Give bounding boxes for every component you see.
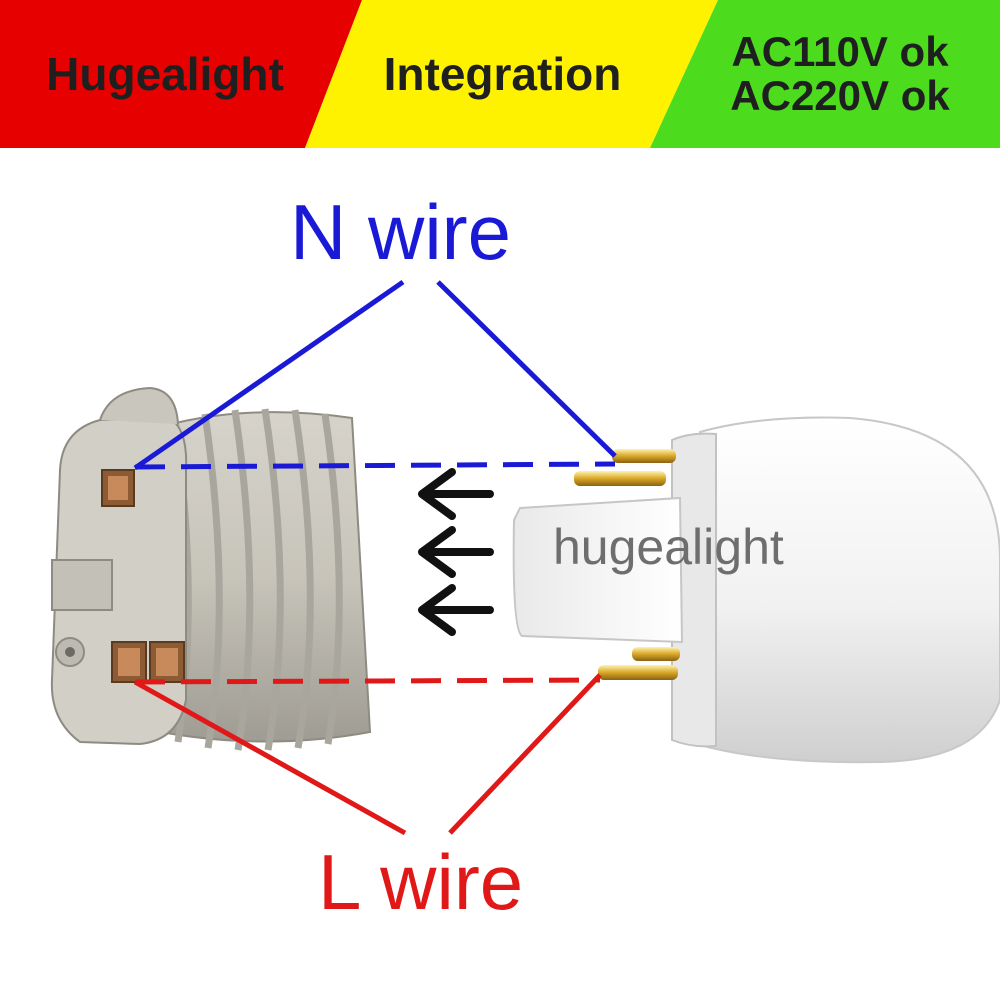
n-wire-lines [133, 279, 617, 471]
arrow-left-icon [418, 468, 494, 636]
banner-red-section [0, 0, 362, 148]
g24-socket-icon [50, 386, 372, 751]
wiring-diagram [50, 279, 1000, 836]
feature-label: Integration [383, 48, 622, 100]
voltage-line-1: AC110V ok [731, 28, 949, 75]
watermark-text: hugealight [553, 519, 784, 575]
l-wire-label: L wire [318, 838, 524, 926]
g24-plug-adapter-icon [512, 416, 1000, 764]
header-banner [0, 0, 1000, 148]
brand-label: Hugealight [46, 48, 284, 100]
l-wire-lines [133, 673, 602, 836]
banner-green-section [650, 0, 1000, 148]
voltage-line-2: AC220V ok [730, 72, 950, 119]
voltage-label: AC110V ok AC220V ok [680, 0, 1000, 148]
n-wire-label: N wire [290, 188, 512, 276]
banner-yellow-section [305, 0, 718, 148]
